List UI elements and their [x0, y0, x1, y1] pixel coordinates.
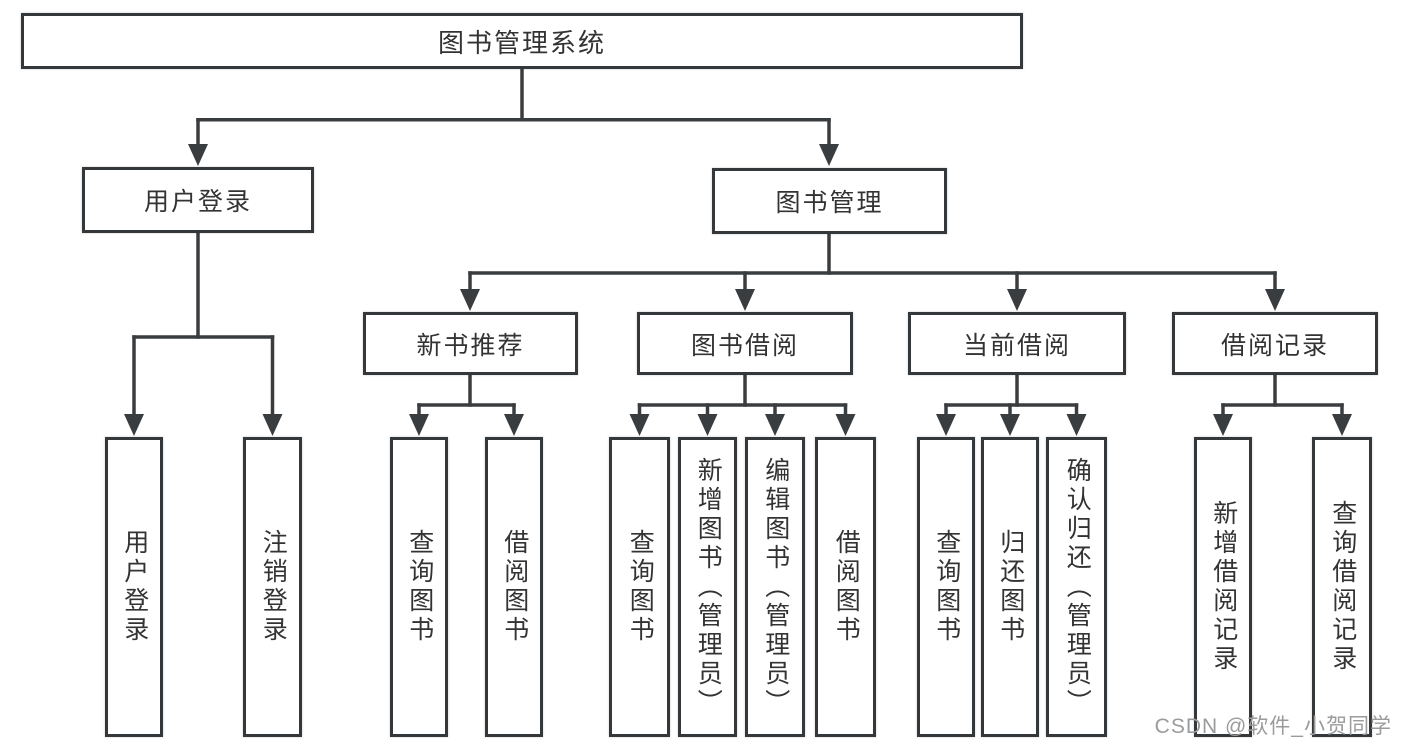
leaf-label: 借阅图书: [832, 529, 861, 645]
leaf-label: 查询借阅记录: [1328, 500, 1357, 674]
node-current-borrow: 当前借阅: [908, 312, 1126, 375]
leaf-label: 编辑图书（管理员）: [761, 456, 790, 718]
leaf-query-borrow-record: 查询借阅记录: [1312, 437, 1372, 737]
watermark: CSDN @软件_小贺同学: [1154, 715, 1392, 738]
node-new-book-recommend: 新书推荐: [363, 312, 578, 375]
leaf-label: 查询图书: [932, 529, 961, 645]
connector-root-to-level2: [188, 69, 839, 166]
leaf-label: 注销登录: [259, 529, 288, 645]
connector-user-login-to-leaves: [124, 233, 283, 436]
leaf-user-login: 用户登录: [105, 437, 163, 737]
leaf-query-book-borrow: 查询图书: [609, 437, 670, 737]
leaf-label: 确认归还（管理员）: [1063, 456, 1092, 718]
leaf-label: 查询图书: [405, 529, 434, 645]
leaf-query-book-current: 查询图书: [917, 437, 975, 737]
node-book-management: 图书管理: [712, 168, 947, 234]
leaf-label: 归还图书: [996, 529, 1025, 645]
leaf-borrow-book-recommend: 借阅图书: [485, 437, 543, 737]
connector-book-management-to-level3: [460, 234, 1285, 311]
leaf-label: 查询图书: [626, 529, 655, 645]
leaf-borrow-book: 借阅图书: [815, 437, 876, 737]
leaf-label: 用户登录: [120, 529, 149, 645]
leaf-label: 新增借阅记录: [1209, 500, 1238, 674]
connector-borrow-records-to-leaves: [1213, 375, 1352, 436]
connector-new-book-recommend-to-leaves: [409, 375, 524, 436]
connector-current-borrow-to-leaves: [936, 375, 1087, 436]
leaf-label: 借阅图书: [500, 529, 529, 645]
leaf-add-borrow-record: 新增借阅记录: [1194, 437, 1252, 737]
node-book-borrow: 图书借阅: [637, 312, 853, 375]
node-user-login: 用户登录: [82, 167, 314, 233]
leaf-query-book-recommend: 查询图书: [390, 437, 448, 737]
leaf-edit-book-admin: 编辑图书（管理员）: [745, 437, 805, 737]
leaf-label: 新增图书（管理员）: [694, 456, 723, 718]
leaf-confirm-return-admin: 确认归还（管理员）: [1046, 437, 1107, 737]
node-borrow-records: 借阅记录: [1172, 312, 1378, 375]
leaf-logout-login: 注销登录: [243, 437, 302, 737]
leaf-add-book-admin: 新增图书（管理员）: [678, 437, 737, 737]
leaf-return-book: 归还图书: [981, 437, 1039, 737]
connector-book-borrow-to-leaves: [629, 375, 856, 436]
node-root: 图书管理系统: [21, 13, 1023, 69]
